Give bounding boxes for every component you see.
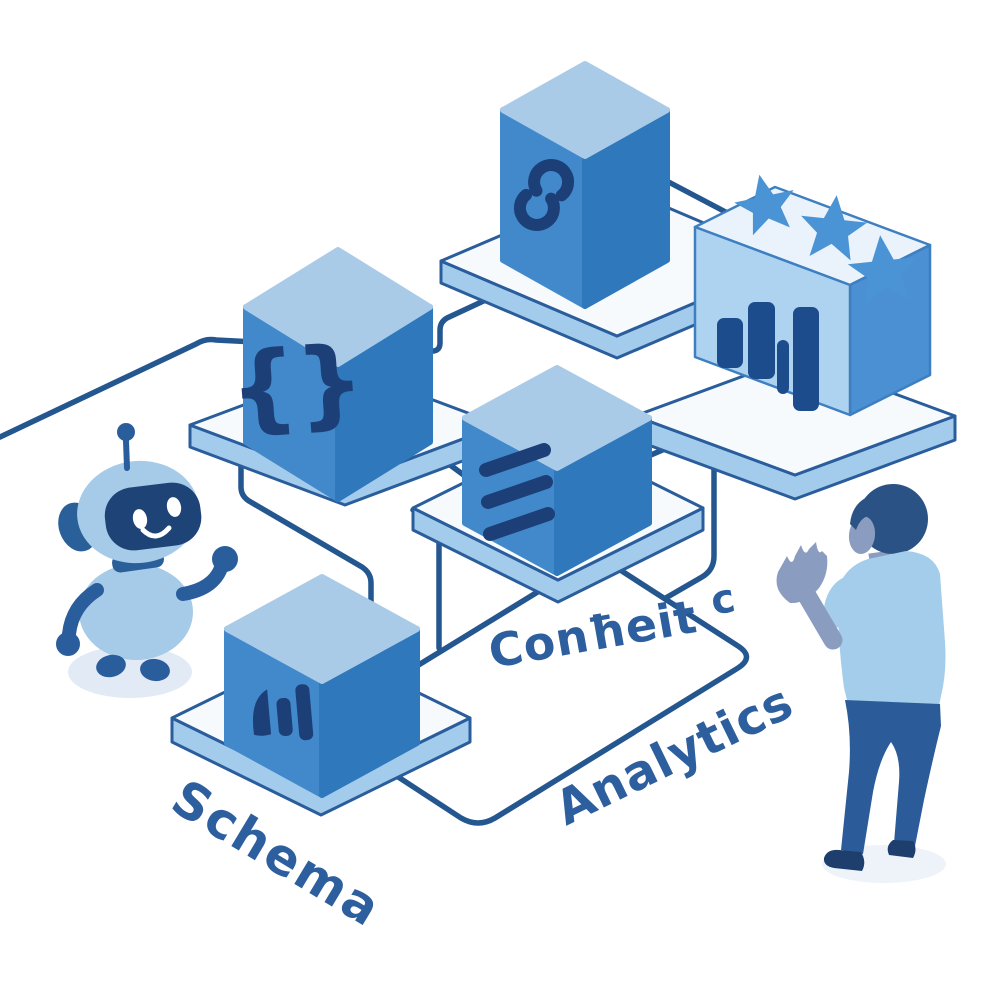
chart-node bbox=[170, 574, 472, 817]
chart-bar bbox=[748, 302, 775, 379]
robot-arm-right bbox=[176, 561, 228, 601]
star-icon bbox=[847, 235, 918, 305]
person-shoe-front bbox=[823, 849, 865, 871]
list-cube bbox=[462, 365, 652, 576]
list-node bbox=[411, 365, 705, 604]
cube-top-face bbox=[243, 247, 433, 367]
person-forearm bbox=[796, 584, 843, 650]
chain-link-icon bbox=[513, 159, 575, 231]
list-lines-icon bbox=[479, 443, 555, 541]
robot-body bbox=[79, 564, 193, 660]
rating-stars bbox=[734, 174, 918, 305]
link-cube bbox=[500, 61, 670, 309]
robot-antenna-tip bbox=[117, 423, 135, 441]
chart-cube bbox=[224, 574, 420, 798]
chart-bar bbox=[717, 318, 743, 368]
robot-arm-left bbox=[62, 583, 104, 641]
person-hand bbox=[776, 542, 828, 604]
person-shoe-back bbox=[887, 840, 916, 858]
braces-cube: {} bbox=[226, 247, 433, 502]
cube-top-face bbox=[462, 365, 652, 471]
robot-eye-right bbox=[166, 497, 182, 517]
person-hair bbox=[858, 484, 928, 554]
robot-hand-right bbox=[212, 546, 238, 572]
person-torso-shirt bbox=[837, 551, 946, 712]
robot-hand-left bbox=[56, 632, 80, 656]
robot-shadow bbox=[68, 646, 192, 698]
connector-line bbox=[0, 281, 523, 440]
bar-chart-icon bbox=[252, 684, 314, 741]
person-sleeve bbox=[823, 576, 863, 628]
robot-antenna bbox=[123, 438, 130, 471]
cube-top-face bbox=[224, 574, 420, 684]
robot-smile bbox=[140, 525, 172, 539]
person-pants bbox=[841, 700, 941, 854]
person-hair-fringe bbox=[850, 495, 876, 530]
robot-foot-left bbox=[96, 654, 126, 678]
chart-bar bbox=[295, 684, 314, 741]
robot-mascot bbox=[56, 423, 238, 698]
link-node bbox=[439, 61, 795, 360]
chart-wedge bbox=[252, 689, 272, 736]
label-content-sup: c bbox=[707, 575, 739, 625]
robot-eye-left bbox=[132, 509, 148, 529]
cube-top-face bbox=[500, 61, 670, 159]
person bbox=[776, 484, 946, 883]
curly-braces-icon: {} bbox=[226, 325, 366, 446]
robot-foot-right bbox=[140, 658, 170, 682]
star-icon bbox=[801, 195, 868, 261]
code-node: {} bbox=[188, 247, 502, 507]
star-icon bbox=[734, 174, 794, 236]
rating-node bbox=[633, 174, 957, 501]
chart-bar bbox=[276, 697, 293, 737]
bar-chart-icon bbox=[717, 302, 819, 411]
chart-bar bbox=[777, 340, 789, 394]
chart-bar bbox=[793, 307, 819, 411]
